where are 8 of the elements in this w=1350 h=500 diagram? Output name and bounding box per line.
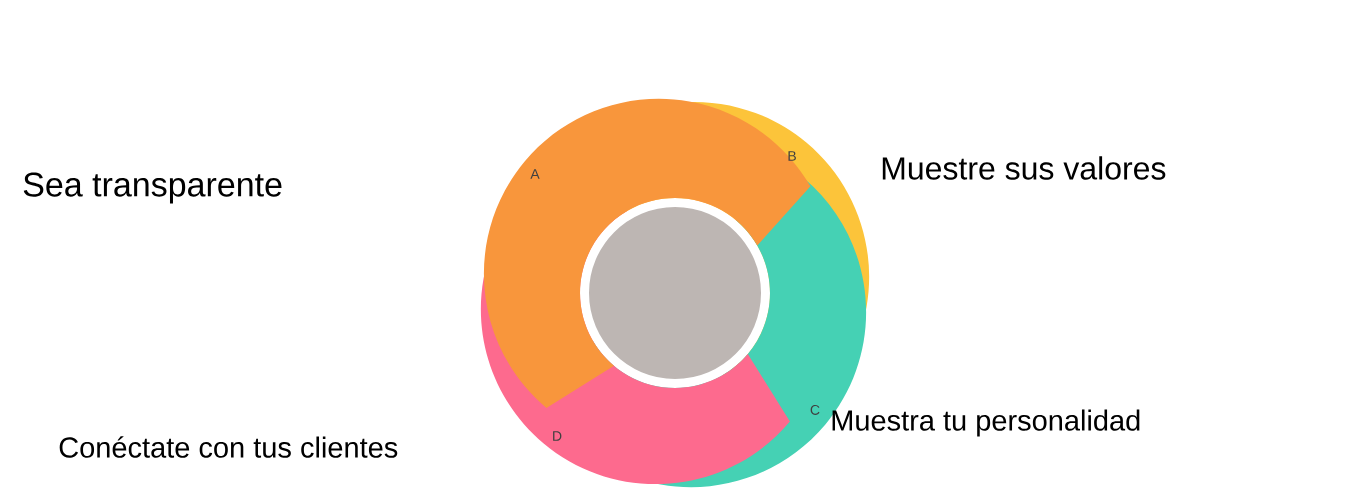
heading-text: Conéctate con tus clientes bbox=[59, 436, 398, 458]
heading-text: Muestra tu personalidad bbox=[832, 409, 1140, 437]
letter-label: B bbox=[788, 151, 796, 161]
letter-label: D bbox=[553, 431, 562, 441]
heading-text: Muestre sus valores bbox=[882, 156, 1166, 180]
letter-label: A bbox=[530, 169, 540, 179]
heading-text: Sea transparente bbox=[23, 172, 282, 204]
letter-label: C bbox=[810, 405, 820, 415]
